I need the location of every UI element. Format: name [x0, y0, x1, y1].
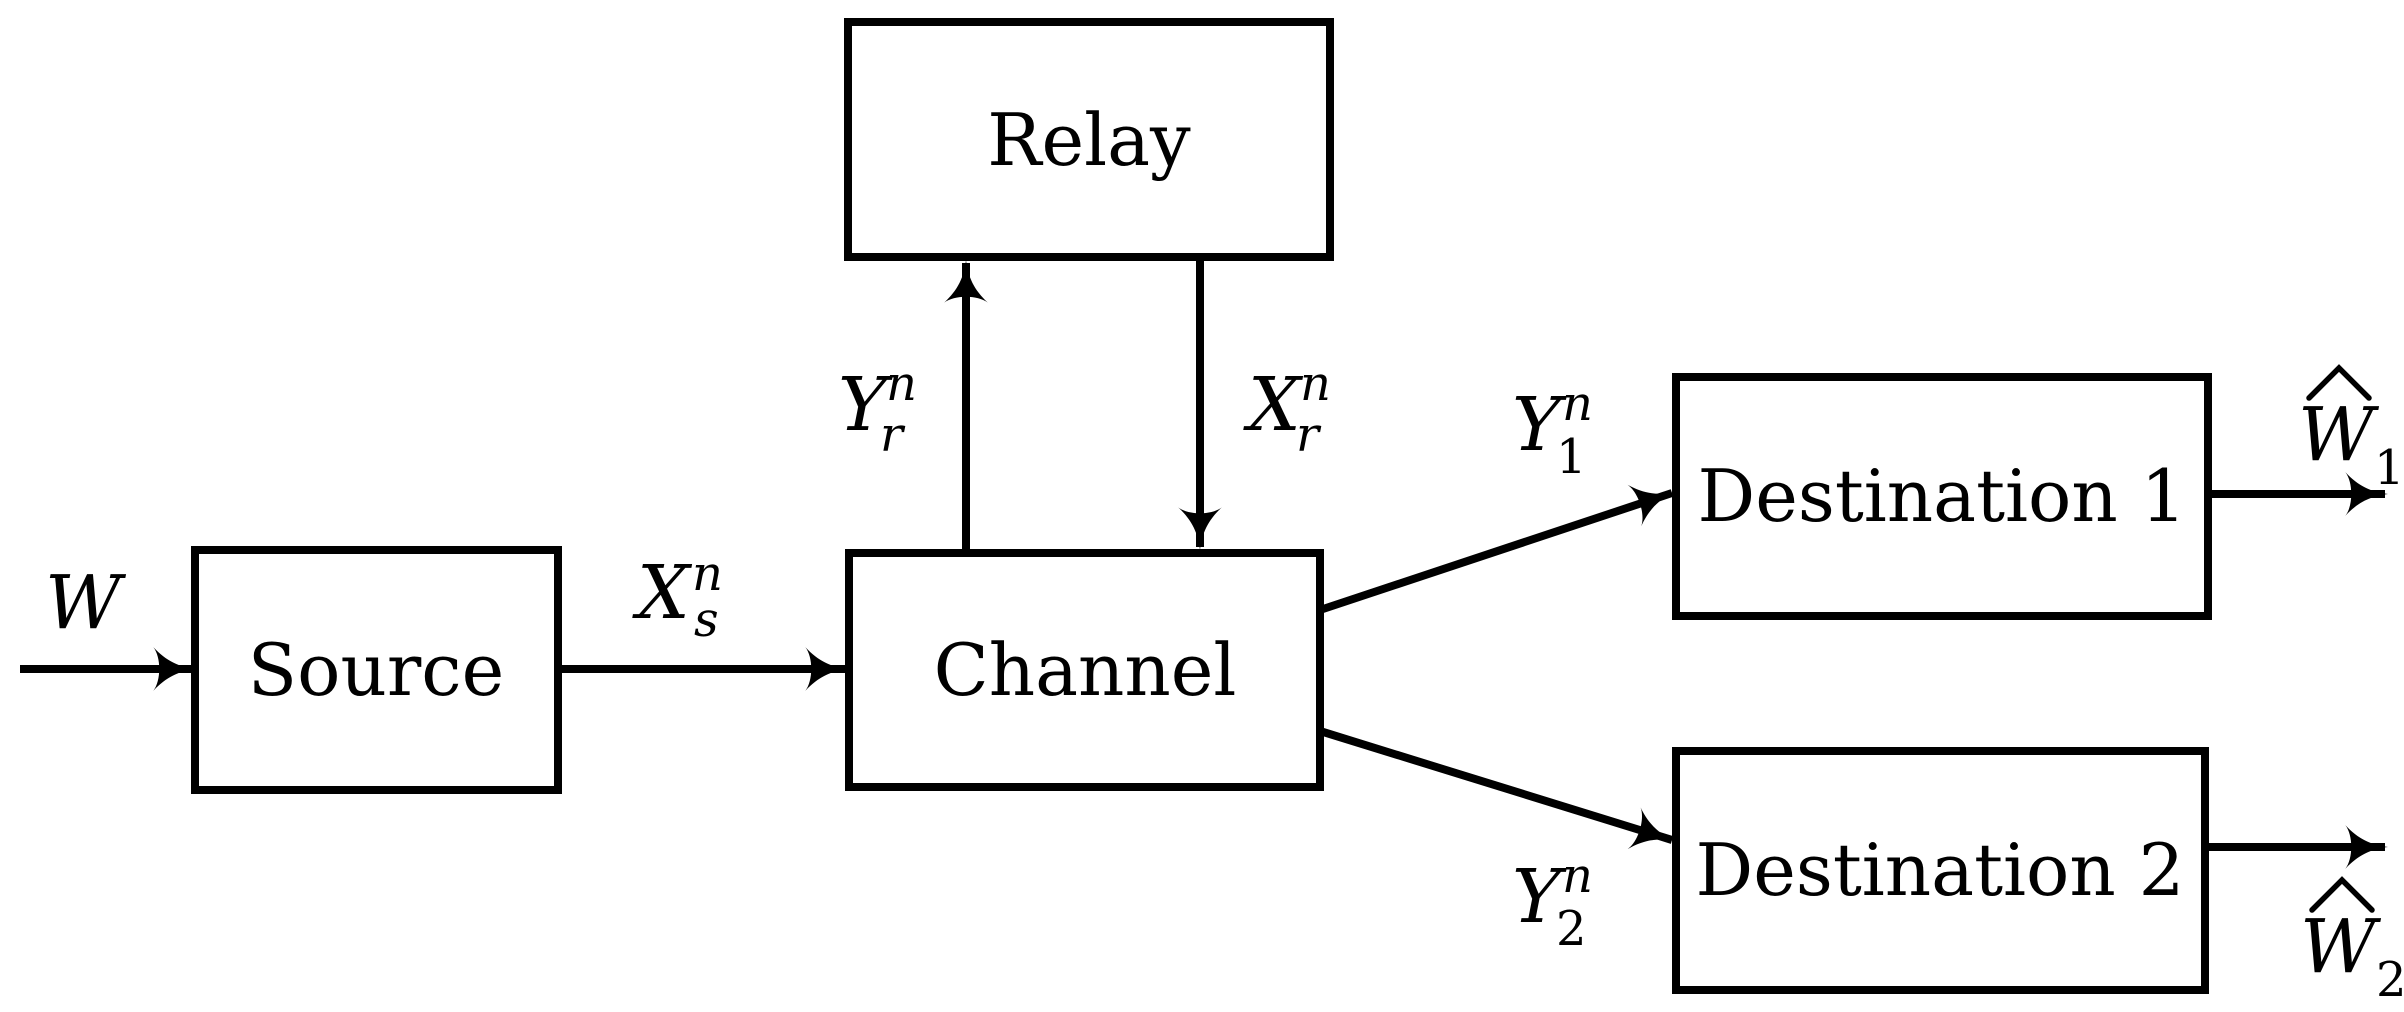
label-y1-base: Y: [1512, 382, 1567, 468]
label-yr: Y n r: [838, 356, 917, 463]
label-xr: X n r: [1243, 356, 1331, 463]
source-box: [191, 546, 562, 794]
relay-label: Relay: [987, 98, 1191, 182]
label-xr-base: X: [1243, 362, 1304, 448]
label-xs-sub: s: [694, 592, 719, 648]
label-xs: X n s: [632, 546, 723, 648]
label-w2-sub: 2: [2376, 952, 2404, 1008]
relay-box: [844, 18, 1334, 261]
label-xs-sup: n: [692, 546, 723, 602]
label-y1-sub: 1: [1556, 429, 1587, 485]
destination1-label: Destination 1: [1698, 454, 2187, 538]
channel-to-dest2-arrow: [1318, 727, 1675, 850]
label-w2: W 2: [2300, 876, 2404, 1008]
label-yr-sup: n: [886, 356, 917, 412]
destination2-label: Destination 2: [1696, 828, 2185, 912]
label-y1-sup: n: [1562, 376, 1593, 432]
label-w1-base: W: [2298, 392, 2380, 478]
destination2-box: [1672, 747, 2209, 994]
label-w1: W 1: [2298, 364, 2404, 496]
label-y2: Y n 2: [1512, 848, 1593, 957]
label-w-input: W: [45, 560, 127, 646]
label-y2-sup: n: [1562, 848, 1593, 904]
source-label: Source: [248, 628, 504, 712]
label-xr-sup: n: [1300, 356, 1331, 412]
label-w1-sub: 1: [2374, 440, 2404, 496]
label-y2-base: Y: [1512, 854, 1567, 940]
label-xr-sub: r: [1296, 407, 1322, 463]
label-yr-sub: r: [880, 407, 906, 463]
label-yr-base: Y: [838, 362, 893, 448]
channel-box: [845, 549, 1324, 791]
w2-hat-accent: [2309, 876, 2375, 913]
channel-label: Channel: [934, 628, 1237, 712]
label-w2-base: W: [2300, 904, 2382, 990]
label-y2-sub: 2: [1556, 901, 1587, 957]
w1-hat-accent: [2306, 364, 2372, 401]
label-y1: Y n 1: [1512, 376, 1593, 485]
label-xs-base: X: [632, 550, 693, 636]
channel-to-dest1-arrow: [1318, 484, 1675, 614]
